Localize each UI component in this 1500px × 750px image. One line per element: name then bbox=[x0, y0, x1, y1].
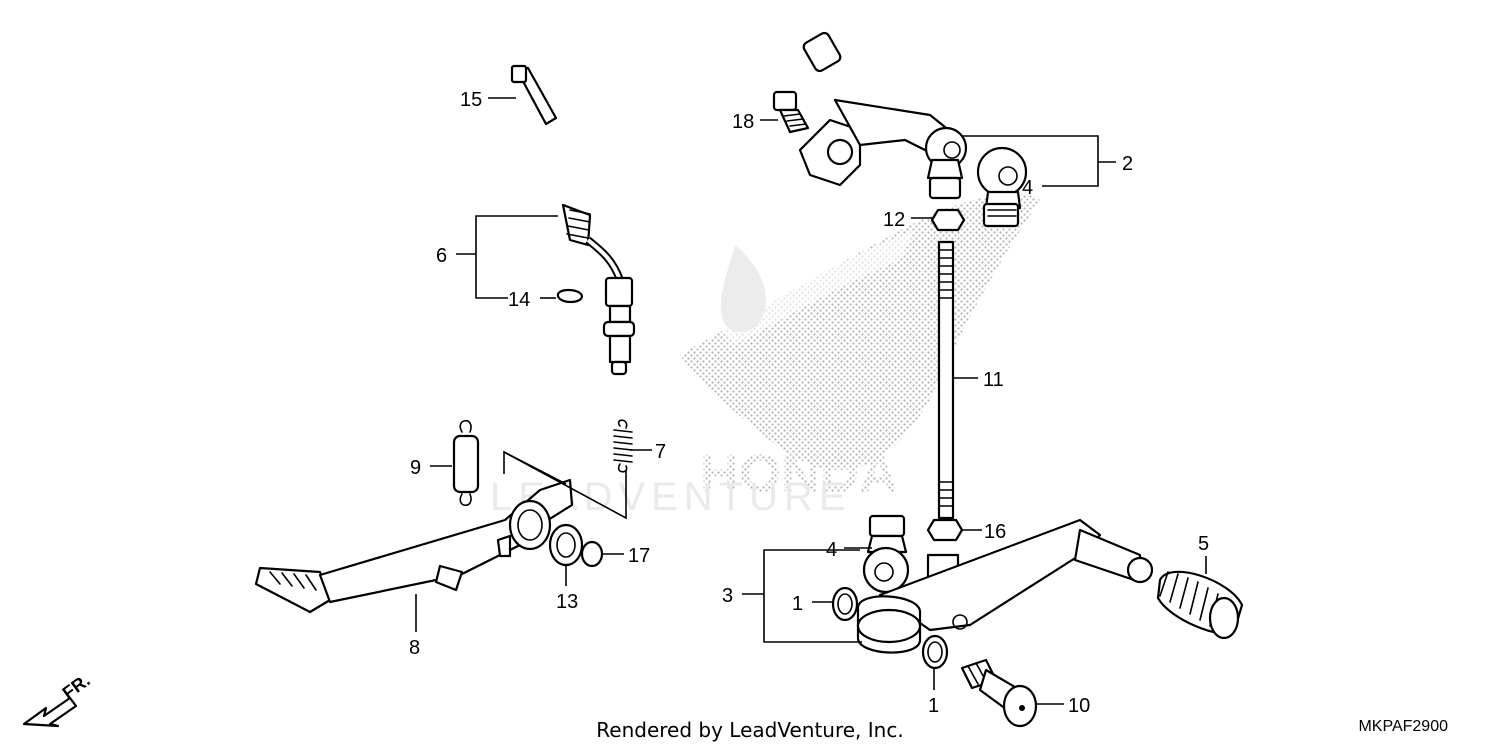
callout-1-left: 1 bbox=[792, 593, 803, 615]
callout-11: 11 bbox=[983, 369, 1004, 391]
brake-pedal[interactable] bbox=[254, 478, 574, 614]
callout-10: 10 bbox=[1068, 695, 1090, 717]
callout-4-upper: 4 bbox=[1022, 177, 1033, 199]
callout-13: 13 bbox=[556, 591, 578, 613]
callout-12: 12 bbox=[883, 209, 905, 231]
arrow-icon bbox=[22, 696, 78, 728]
rod-end-upper[interactable] bbox=[976, 146, 1028, 228]
callout-15: 15 bbox=[460, 89, 482, 111]
callout-18: 18 bbox=[732, 111, 754, 133]
clip-17[interactable] bbox=[580, 540, 604, 568]
seal-1b[interactable] bbox=[921, 634, 949, 670]
clip[interactable] bbox=[556, 288, 584, 304]
callouts: 15 18 2 4 12 6 14 11 9 7 16 4 5 17 3 1 1… bbox=[409, 89, 1209, 717]
pivot-bolt[interactable] bbox=[960, 658, 1038, 728]
callout-16: 16 bbox=[984, 521, 1006, 543]
callout-5: 5 bbox=[1198, 533, 1209, 555]
shift-pedal[interactable] bbox=[856, 518, 1154, 654]
rod-end-lower[interactable] bbox=[862, 514, 910, 594]
callout-9: 9 bbox=[410, 457, 421, 479]
callout-8: 8 bbox=[409, 637, 420, 659]
callout-7: 7 bbox=[655, 441, 666, 463]
spring-9[interactable] bbox=[452, 419, 480, 507]
seal-1a[interactable] bbox=[831, 586, 859, 622]
bolt-18[interactable] bbox=[772, 90, 810, 134]
callout-17: 17 bbox=[628, 545, 650, 567]
brake-switch-cable[interactable] bbox=[547, 31, 842, 376]
callout-2: 2 bbox=[1122, 153, 1133, 175]
watermark-brand: HONDA bbox=[700, 444, 898, 504]
shift-arm-upper[interactable] bbox=[798, 98, 968, 200]
callout-14: 14 bbox=[508, 289, 530, 311]
nut-12[interactable] bbox=[930, 208, 966, 232]
washer-13[interactable] bbox=[548, 523, 584, 567]
callout-4-lower: 4 bbox=[826, 539, 837, 561]
leader-lines bbox=[415, 97, 1207, 705]
rendered-by-credit: Rendered by LeadVenture, Inc. bbox=[596, 718, 904, 742]
watermark-logo: HONDA LEADVENTURE bbox=[490, 193, 1040, 519]
cable-tie[interactable] bbox=[510, 64, 558, 126]
rubber-peg[interactable] bbox=[1156, 570, 1244, 640]
front-label: FR. bbox=[59, 670, 94, 703]
diagram-code: MKPAF2900 bbox=[1358, 718, 1448, 735]
callout-1-bottom: 1 bbox=[928, 695, 939, 717]
shift-rod[interactable] bbox=[937, 240, 955, 520]
callout-6: 6 bbox=[436, 245, 447, 267]
callout-3: 3 bbox=[722, 585, 733, 607]
spring-7[interactable] bbox=[613, 419, 633, 473]
nut-16[interactable] bbox=[926, 518, 964, 542]
